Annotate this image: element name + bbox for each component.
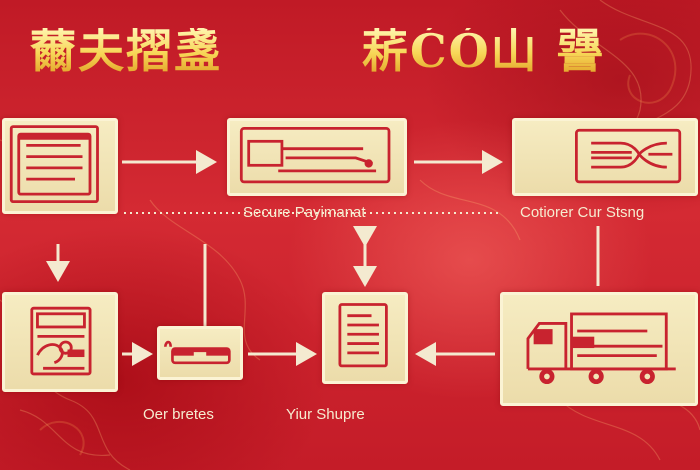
label-customer-support: Cotiorer Cur Stsng (520, 204, 645, 221)
payment-card-icon (239, 127, 391, 184)
payment-box (227, 118, 407, 196)
updates-box (157, 326, 243, 380)
order-clipboard-icon (30, 306, 92, 376)
update-notification-icon (164, 340, 231, 365)
truck-box (500, 292, 698, 406)
support-chat-icon (575, 128, 682, 184)
order-box (2, 292, 118, 392)
title-right: 菥ĆÓ山 謽 (362, 24, 605, 78)
support-box (512, 118, 698, 196)
delivery-truck-icon (526, 312, 676, 385)
label-your-shipment: Yiur Shupre (286, 406, 365, 423)
title-left: 薾夫摺盞 (30, 24, 222, 78)
shipment-doc-box (322, 292, 408, 384)
label-order-updates: Oer bretes (143, 406, 214, 423)
document-box (2, 118, 118, 214)
document-icon (9, 125, 99, 204)
shipment-document-icon (338, 303, 388, 368)
label-secure-payment: Secure Payimanat (243, 204, 366, 221)
